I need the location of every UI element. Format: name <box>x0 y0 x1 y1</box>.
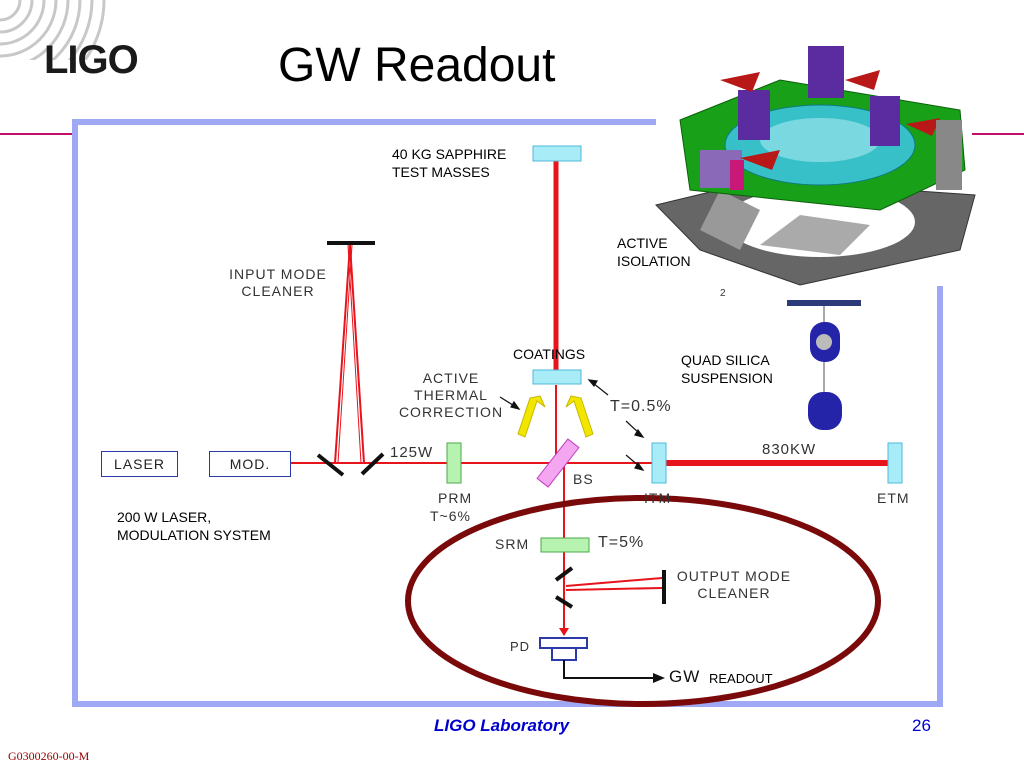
itm-label: ITM <box>644 490 672 506</box>
test-masses-label: 40 KG SAPPHIRE TEST MASSES <box>392 146 507 180</box>
footer-lab-name: LIGO Laboratory <box>434 716 570 735</box>
gw-label: GW <box>669 667 701 686</box>
laser-box: LASER <box>101 451 178 477</box>
imc-beam-right <box>349 244 365 464</box>
ligo-logo: LIGO <box>44 38 139 82</box>
laser-system-label: 200 W LASER, MODULATION SYSTEM <box>117 509 271 543</box>
pd-label: PD <box>510 639 531 654</box>
quad-suspension-illustration: 2 <box>720 288 861 430</box>
imc-beam-left <box>334 244 351 464</box>
document-id: G0300260-00-M <box>8 749 90 763</box>
omc-beam-bottom <box>565 587 663 591</box>
laser-beams <box>291 155 890 635</box>
steering-mirror-2 <box>360 452 385 476</box>
prm-label: PRM <box>438 490 473 506</box>
steering-mirror-1 <box>316 453 345 477</box>
bs-label: BS <box>573 471 594 487</box>
input-mode-cleaner-label: INPUT MODE CLEANER <box>229 266 327 299</box>
power-125w-label: 125W <box>390 444 434 461</box>
mod-box: MOD. <box>209 451 291 477</box>
prm-transmission-label: T~6% <box>430 508 471 524</box>
slide-title: GW Readout <box>278 39 556 92</box>
active-isolation-illustration <box>655 4 976 286</box>
test-mass-top <box>532 145 582 162</box>
power-830kw-label: 830KW <box>762 441 817 458</box>
etm-mirror <box>887 442 903 484</box>
thermal-correction-arrows <box>517 395 594 438</box>
active-thermal-correction-label: ACTIVE THERMAL CORRECTION <box>398 370 504 420</box>
srm-transmission-label: T=5% <box>598 534 645 551</box>
coatings-label: COATINGS <box>513 346 586 362</box>
omc-mirror-1 <box>554 566 574 582</box>
itm-transmission-label: T=0.5% <box>610 398 672 415</box>
srm-label: SRM <box>495 536 530 552</box>
quad-suspension-label: QUAD SILICA SUSPENSION <box>681 352 773 386</box>
readout-line <box>563 660 655 679</box>
omc-beam-top <box>565 577 663 587</box>
readout-highlight-ellipse <box>405 495 881 707</box>
compensation-plate <box>532 369 582 385</box>
itm-mirror <box>651 442 667 484</box>
etm-label: ETM <box>877 490 910 506</box>
output-mode-cleaner-label: OUTPUT MODE CLEANER <box>676 568 792 601</box>
prm-mirror <box>446 442 462 484</box>
page-number: 26 <box>912 716 931 735</box>
svg-text:2: 2 <box>720 288 726 299</box>
photodiode <box>539 637 588 661</box>
readout-label: READOUT <box>709 671 773 686</box>
active-isolation-label: ACTIVE ISOLATION <box>617 235 691 269</box>
srm-mirror <box>540 537 590 553</box>
beam-splitter <box>536 438 580 488</box>
omc-mirror-2 <box>554 595 574 609</box>
